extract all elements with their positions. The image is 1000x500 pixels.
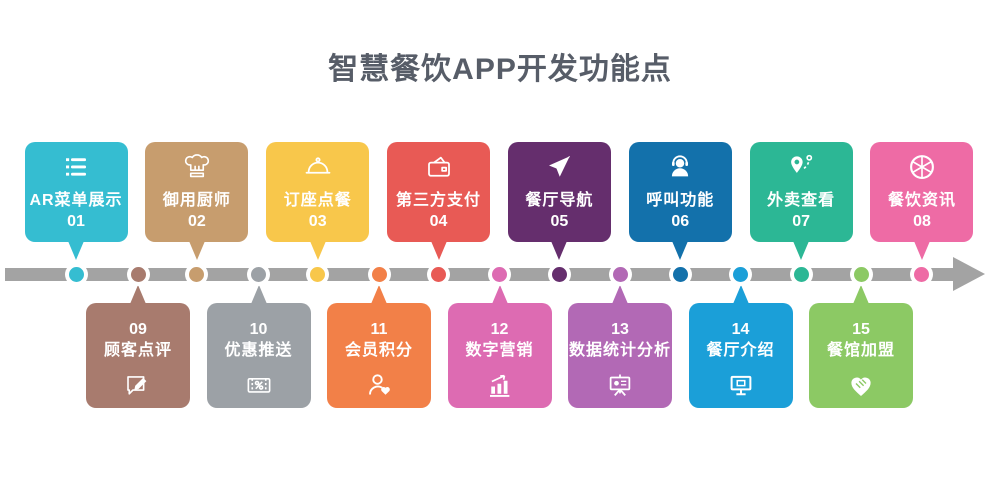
feature-label: 顾客点评 [103, 342, 172, 359]
feature-card-11: 11 会员积分 [327, 285, 431, 408]
card-pointer [250, 285, 267, 304]
feature-label: 餐饮资讯 [887, 192, 956, 209]
feature-label: 数据统计分析 [568, 342, 671, 359]
delivery-route-pin-icon [785, 151, 817, 183]
card-pointer [309, 241, 326, 260]
timeline-dot-02 [185, 263, 209, 286]
page-title: 智慧餐饮APP开发功能点 [328, 53, 672, 86]
card-pointer [371, 285, 387, 304]
feature-number: 14 [731, 321, 750, 338]
feature-label: 御用厨师 [162, 192, 231, 209]
aperture-news-icon [906, 151, 938, 183]
feature-label: 优惠推送 [224, 342, 293, 359]
menu-list-icon [60, 151, 92, 183]
feature-card-02: 御用厨师 02 [145, 142, 249, 260]
feature-card-06: 呼叫功能 06 [628, 142, 732, 260]
timeline-dot-14 [729, 263, 752, 286]
feature-number: 01 [67, 213, 85, 230]
timeline-dot-09 [126, 263, 150, 286]
feature-card-09: 09 顾客点评 [86, 285, 190, 408]
timeline-dot-15 [849, 263, 873, 286]
growth-chart-icon [484, 369, 516, 401]
feature-number: 06 [671, 213, 690, 230]
card-pointer [68, 241, 84, 260]
card-pointer [551, 241, 568, 260]
feature-card-04: 第三方支付 04 [387, 142, 491, 260]
feature-number: 11 [370, 321, 388, 338]
feature-card-12: 12 数字营销 [447, 285, 552, 408]
chef-hat-icon [181, 151, 213, 183]
headset-operator-icon [664, 151, 696, 183]
timeline-dot-01 [64, 263, 88, 286]
card-pointer [130, 285, 146, 304]
card-pointer [491, 285, 508, 304]
timeline-dot-03 [306, 263, 330, 286]
feature-label: 第三方支付 [396, 192, 482, 209]
feature-card-13: 13 数据统计分析 [568, 285, 672, 408]
feature-label: 订座点餐 [283, 192, 352, 209]
member-points-icon [363, 369, 395, 401]
feature-number: 07 [792, 213, 811, 230]
timeline-dot-08 [910, 263, 934, 286]
feature-number: 15 [852, 321, 870, 338]
card-pointer [188, 241, 205, 260]
cloche-icon [302, 151, 334, 183]
feature-number: 13 [611, 321, 629, 338]
timeline-dot-12 [488, 263, 511, 286]
card-pointer [430, 241, 447, 260]
presentation-board-icon [604, 369, 636, 401]
timeline-dot-11 [367, 263, 391, 286]
timeline-dot-06 [668, 263, 692, 286]
feature-number: 05 [550, 213, 569, 230]
feature-number: 10 [249, 321, 268, 338]
feature-card-08: 餐饮资讯 08 [870, 142, 974, 260]
feature-number: 12 [490, 321, 509, 338]
feature-label: 外卖查看 [767, 192, 836, 209]
feature-card-14: 14 餐厅介绍 [688, 285, 793, 408]
feature-card-07: 外卖查看 07 [749, 142, 853, 260]
card-pointer [913, 241, 930, 260]
timeline-bar [5, 268, 955, 281]
monitor-icon [725, 369, 757, 401]
feature-label: 数字营销 [465, 342, 534, 359]
navigation-arrow-icon [543, 151, 575, 183]
feature-label: 餐厅介绍 [706, 342, 775, 359]
timeline-dot-04 [427, 263, 451, 286]
feature-card-10: 10 优惠推送 [206, 285, 311, 408]
handshake-heart-icon [845, 369, 877, 401]
feature-number: 02 [187, 213, 206, 230]
timeline-dot-05 [547, 263, 571, 286]
card-pointer [732, 285, 749, 304]
feature-card-01: AR菜单展示 01 [24, 142, 128, 260]
feature-card-05: 餐厅导航 05 [507, 142, 611, 260]
feature-number: 03 [308, 213, 327, 230]
coupon-icon [243, 369, 275, 401]
feature-label: 餐馆加盟 [826, 342, 895, 359]
feature-number: 04 [429, 213, 448, 230]
feature-label: 会员积分 [344, 342, 413, 359]
timeline-dot-13 [608, 263, 632, 286]
card-pointer [793, 241, 810, 260]
feature-number: 09 [129, 321, 147, 338]
feature-card-03: 订座点餐 03 [266, 142, 370, 260]
timeline-dot-07 [789, 263, 813, 286]
timeline-arrow-icon [953, 257, 985, 291]
review-pencil-icon [122, 369, 154, 401]
card-pointer [672, 241, 689, 260]
feature-card-15: 15 餐馆加盟 [809, 285, 913, 408]
wallet-icon [423, 151, 455, 183]
feature-label: 餐厅导航 [525, 192, 594, 209]
timeline-dot-10 [247, 263, 270, 286]
feature-label: AR菜单展示 [29, 192, 123, 209]
feature-label: 呼叫功能 [646, 192, 715, 209]
card-pointer [853, 285, 869, 304]
card-pointer [612, 285, 628, 304]
feature-number: 08 [913, 213, 931, 230]
